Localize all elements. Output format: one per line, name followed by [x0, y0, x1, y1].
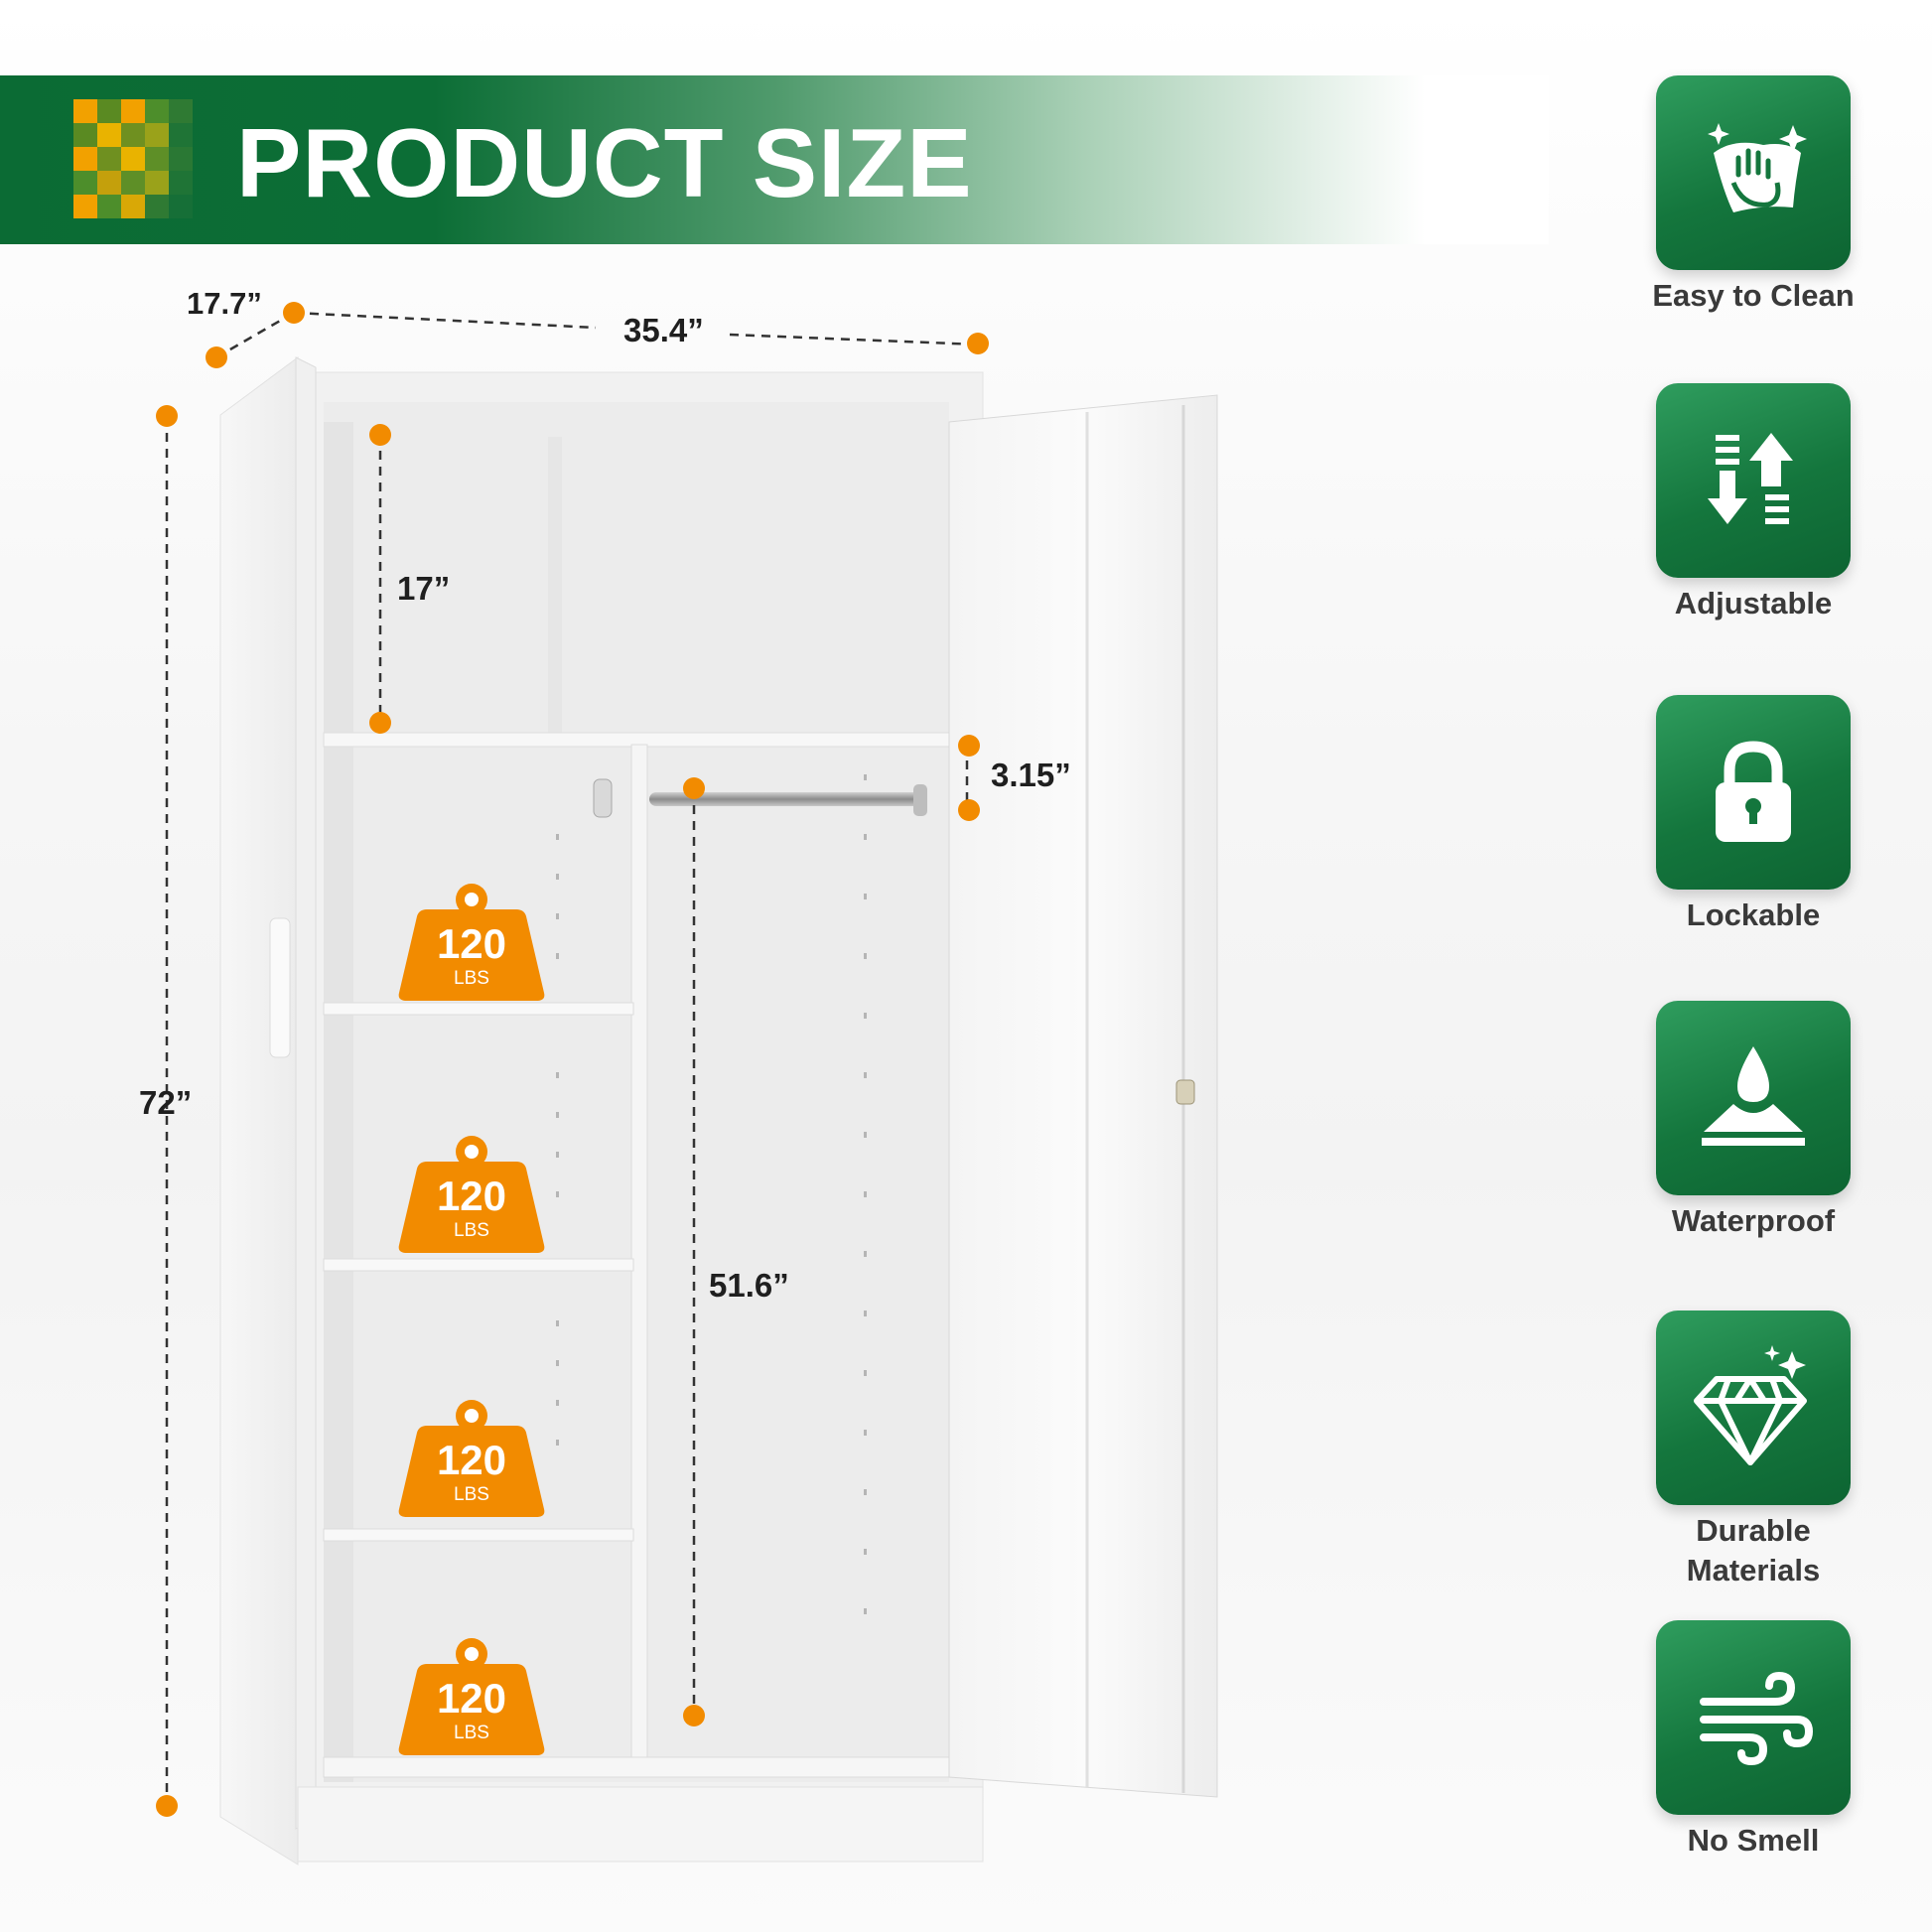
feature-tile [1656, 1311, 1851, 1505]
rod-gap-label: 3.15” [991, 757, 1071, 793]
weight-value: 120 [436, 1173, 507, 1219]
dimension-dot [369, 712, 391, 734]
dimension-dot [958, 799, 980, 821]
feature-tile [1656, 1620, 1851, 1815]
height-label: 72” [139, 1084, 193, 1121]
depth-label: 17.7” [187, 286, 262, 321]
hanging-height-label: 51.6” [709, 1267, 789, 1304]
checker-logo-icon [73, 99, 193, 218]
feature-tile [1656, 1001, 1851, 1195]
feature-label: Adjustable [1674, 586, 1833, 621]
feature-no-smell: No Smell [1656, 1620, 1851, 1861]
dimension-dot [369, 424, 391, 446]
dimension-dot [156, 405, 178, 427]
adjust-arrows-icon [1708, 433, 1793, 524]
top-compartment-label: 17” [397, 570, 451, 607]
cabinet-illustration [165, 311, 1218, 1865]
weight-value: 120 [436, 1437, 507, 1483]
feature-adjustable: Adjustable [1656, 383, 1851, 623]
wind-icon [1700, 1671, 1813, 1766]
feature-waterproof: Waterproof [1656, 1001, 1851, 1241]
weight-unit: LBS [454, 1220, 489, 1241]
weight-value: 120 [436, 920, 507, 967]
weight-icon [398, 1400, 545, 1517]
feature-label: Waterproof [1671, 1203, 1836, 1238]
width-label: 35.4” [623, 312, 704, 348]
weight-icon [398, 884, 545, 1001]
feature-lockable: Lockable [1656, 695, 1851, 935]
feature-label: Lockable [1686, 897, 1821, 932]
dimension-dot [683, 1705, 705, 1726]
shelf-weight-badge: 120 LBS [397, 882, 546, 1001]
weight-value: 120 [436, 1675, 507, 1722]
feature-durable-materials: Durable Materials [1656, 1311, 1851, 1590]
dimension-dot [958, 735, 980, 757]
shelf-weight-badge: 120 LBS [397, 1134, 546, 1253]
weight-icon [398, 1136, 545, 1253]
feature-label: Easy to Clean [1652, 278, 1855, 313]
feature-tile [1656, 695, 1851, 890]
feature-label: No Smell [1687, 1823, 1820, 1858]
cleaning-hand-icon [1708, 123, 1807, 212]
weight-icon [398, 1638, 545, 1755]
padlock-icon [1716, 741, 1791, 842]
dimension-dot [683, 777, 705, 799]
header-banner [0, 75, 1549, 244]
weight-unit: LBS [454, 968, 489, 989]
shelf-weight-badge: 120 LBS [397, 1398, 546, 1517]
feature-label: Durable Materials [1686, 1513, 1821, 1587]
diamond-icon [1694, 1345, 1807, 1465]
page-title: PRODUCT SIZE [236, 108, 973, 217]
water-drop-icon [1702, 1046, 1805, 1146]
dimension-dot [967, 333, 989, 354]
dimension-dot [283, 302, 305, 324]
feature-tile [1656, 383, 1851, 578]
shelf-weight-badge: 120 LBS [397, 1636, 546, 1755]
weight-unit: LBS [454, 1484, 489, 1505]
dimension-dot [156, 1795, 178, 1817]
weight-unit: LBS [454, 1723, 489, 1743]
dimension-dot [206, 346, 227, 368]
feature-tile [1656, 75, 1851, 270]
feature-easy-to-clean: Easy to Clean [1652, 75, 1855, 316]
